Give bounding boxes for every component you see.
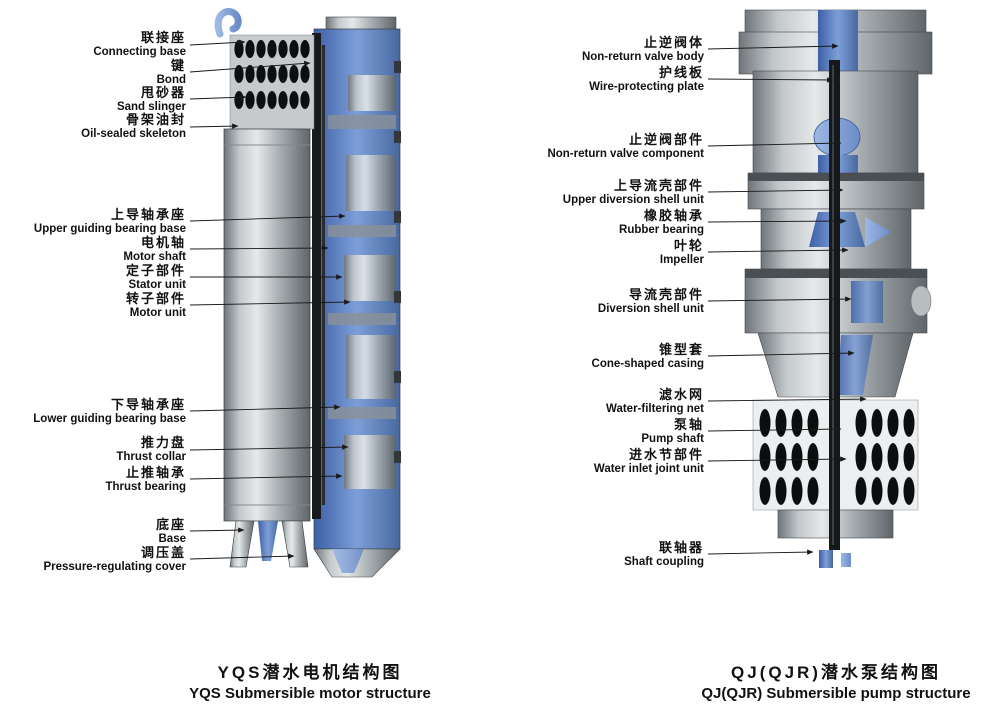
- motor-diagram: [214, 8, 401, 578]
- label-connecting-base: 联接座 Connecting base: [93, 30, 186, 58]
- label-thrust-collar: 推力盘 Thrust collar: [116, 435, 186, 463]
- left-caption-zh: YQS潜水电机结构图: [217, 663, 403, 682]
- lifting-hook: [214, 8, 242, 38]
- label-non-return-valve-component: 止逆阀部件 Non-return valve component: [547, 132, 704, 160]
- label-rubber-bearing: 橡胶轴承 Rubber bearing: [619, 208, 704, 236]
- label-upper-diversion-shell-unit: 上导流壳部件 Upper diversion shell unit: [562, 178, 704, 206]
- label-wire-protecting-plate: 护线板 Wire-protecting plate: [589, 65, 704, 93]
- label-upper-guiding-bearing-base: 上导轴承座 Upper guiding bearing base: [33, 207, 186, 235]
- right-caption-en: QJ(QJR) Submersible pump structure: [701, 685, 971, 702]
- label-pump-shaft: 泵轴 Pump shaft: [641, 417, 704, 445]
- label-impeller: 叶轮 Impeller: [659, 238, 704, 266]
- label-oil-sealed-skeleton: 骨架油封 Oil-sealed skeleton: [81, 112, 186, 140]
- right-diagram-caption: QJ(QJR)潜水泵结构图 QJ(QJR) Submersible pump s…: [664, 658, 1008, 702]
- label-diversion-shell-unit: 导流壳部件 Diversion shell unit: [597, 287, 704, 315]
- label-water-inlet-joint-unit: 进水节部件 Water inlet joint unit: [593, 447, 704, 475]
- label-stator-unit: 定子部件 Stator unit: [125, 263, 186, 291]
- label-thrust-bearing: 止推轴承 Thrust bearing: [105, 465, 186, 493]
- right-caption-zh: QJ(QJR)潜水泵结构图: [731, 663, 941, 682]
- label-cone-shaped-casing: 锥型套 Cone-shaped casing: [591, 342, 704, 370]
- left-diagram-caption: YQS潜水电机结构图 YQS Submersible motor structu…: [160, 658, 460, 702]
- label-pressure-regulating-cover: 调压盖 Pressure-regulating cover: [43, 545, 186, 573]
- pump-diagram: [738, 9, 933, 568]
- label-base: 底座 Base: [155, 517, 186, 545]
- label-shaft-coupling: 联轴器 Shaft coupling: [624, 540, 704, 568]
- label-non-return-valve-body: 止逆阀体 Non-return valve body: [581, 35, 704, 63]
- label-lower-guiding-bearing-base: 下导轴承座 Lower guiding bearing base: [33, 397, 186, 425]
- left-caption-en: YQS Submersible motor structure: [189, 685, 431, 702]
- label-motor-shaft: 电机轴 Motor shaft: [123, 235, 186, 263]
- label-motor-unit: 转子部件 Motor unit: [125, 291, 186, 319]
- label-bond: 键 Bond: [156, 58, 186, 86]
- label-water-filtering-net: 滤水网 Water-filtering net: [606, 387, 704, 415]
- label-sand-slinger: 甩砂器 Sand slinger: [116, 85, 186, 113]
